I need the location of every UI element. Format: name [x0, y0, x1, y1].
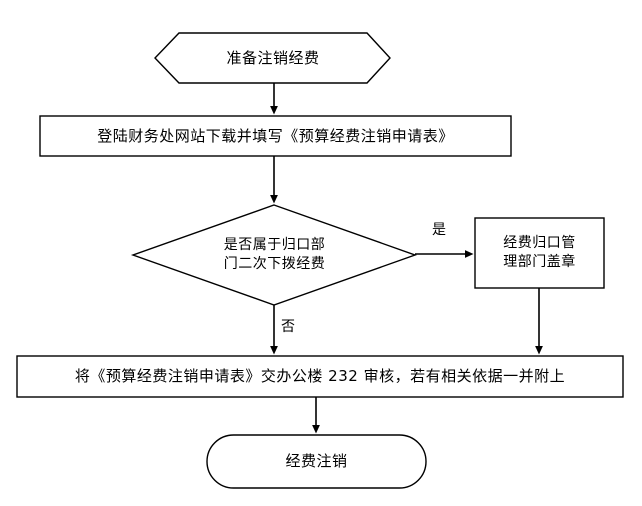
decision-node-shape	[130, 204, 418, 306]
stamp-node-shape	[474, 217, 605, 289]
edge-label-yes: 是	[432, 222, 447, 238]
submit-node-shape	[16, 355, 624, 398]
edge-label-no: 否	[281, 319, 296, 335]
end-node-shape	[206, 434, 427, 489]
download-form-node-shape	[39, 115, 512, 157]
start-node-shape	[154, 32, 391, 84]
